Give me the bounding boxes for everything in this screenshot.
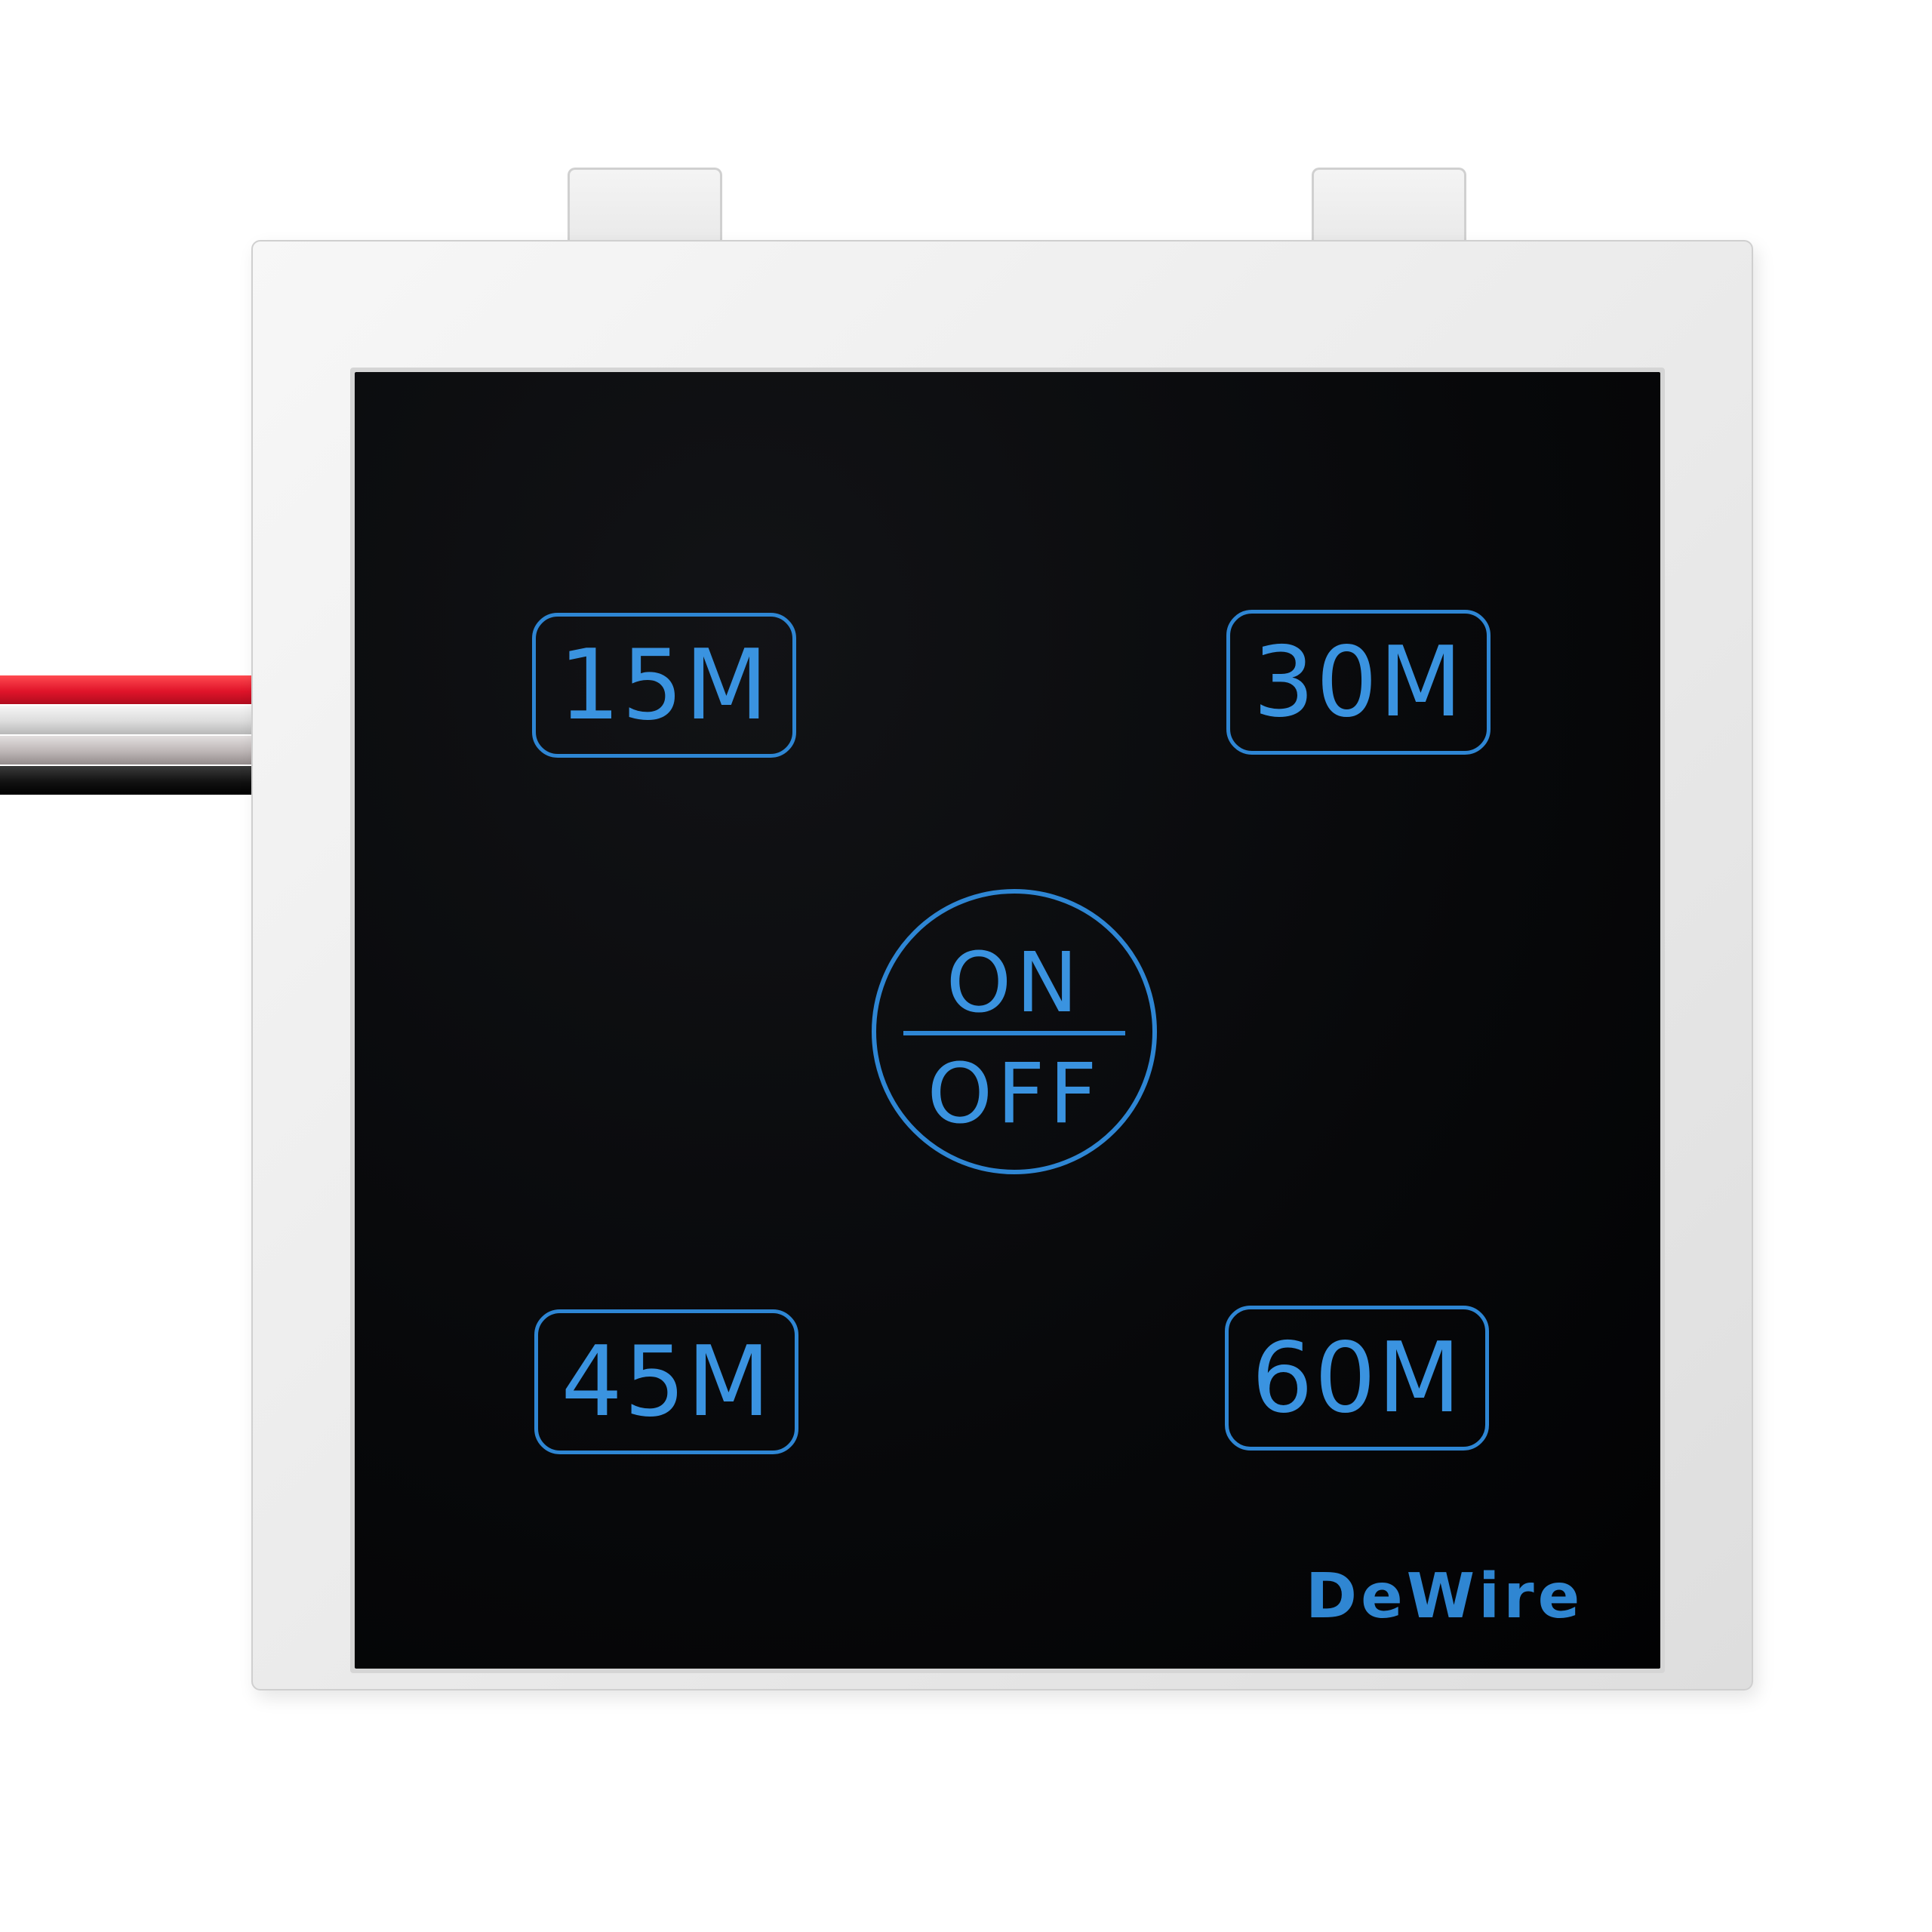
timer-60m-label: 60M — [1251, 1321, 1463, 1435]
on-off-button[interactable]: ON OFF — [872, 889, 1157, 1174]
timer-30m-label: 30M — [1253, 626, 1464, 739]
timer-15m-button[interactable]: 15M — [532, 613, 796, 758]
black-wire — [0, 766, 287, 795]
housing-bevel — [350, 368, 1665, 1673]
timer-45m-label: 45M — [561, 1325, 772, 1438]
brand-logo: DeWire — [1306, 1561, 1584, 1632]
gray-wire — [0, 736, 287, 764]
timer-30m-button[interactable]: 30M — [1226, 610, 1491, 755]
red-wire — [0, 675, 287, 704]
timer-45m-button[interactable]: 45M — [534, 1309, 798, 1454]
on-off-divider — [903, 1031, 1125, 1035]
off-label: OFF — [927, 1045, 1102, 1142]
on-label: ON — [946, 934, 1083, 1031]
white-wire — [0, 706, 287, 734]
timer-60m-button[interactable]: 60M — [1225, 1306, 1489, 1451]
timer-15m-label: 15M — [558, 629, 770, 742]
